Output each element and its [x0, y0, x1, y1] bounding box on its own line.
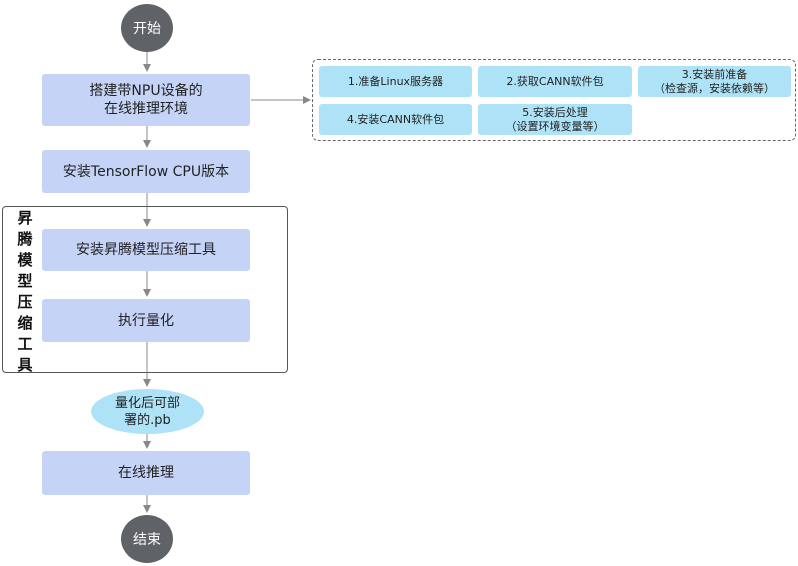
end-node: 结束	[121, 515, 173, 563]
substep-install-cann-label: 4.安装CANN软件包	[346, 112, 445, 126]
quantize-step: 执行量化	[42, 299, 250, 342]
npu-env-details-box	[312, 59, 796, 141]
substep-post-install: 5.安装后处理 （设置环境变量等）	[478, 104, 632, 135]
substep-pre-install-label: 3.安装前准备 （检查源，安装依赖等）	[654, 67, 775, 95]
end-label: 结束	[133, 532, 161, 548]
online-inference-step: 在线推理	[42, 451, 250, 495]
compression-tool-group-label: 昇腾模型压缩工具	[17, 209, 33, 374]
substep-get-cann: 2.获取CANN软件包	[478, 66, 632, 97]
substep-install-cann: 4.安装CANN软件包	[319, 104, 472, 135]
substep-post-install-label: 5.安装后处理 （设置环境变量等）	[505, 105, 605, 133]
quantized-pb-output: 量化后可部 署的.pb	[91, 389, 204, 434]
install-compression-tool-label: 安装昇腾模型压缩工具	[76, 242, 216, 258]
substep-prepare-linux: 1.准备Linux服务器	[319, 66, 472, 97]
install-tensorflow-label: 安装TensorFlow CPU版本	[62, 163, 230, 180]
setup-npu-env-step: 搭建带NPU设备的 在线推理环境	[42, 74, 250, 126]
online-inference-label: 在线推理	[118, 465, 174, 481]
substep-prepare-linux-label: 1.准备Linux服务器	[347, 74, 444, 88]
start-label: 开始	[133, 21, 161, 37]
install-tensorflow-step: 安装TensorFlow CPU版本	[42, 150, 250, 193]
quantized-pb-label: 量化后可部 署的.pb	[114, 395, 180, 428]
substep-get-cann-label: 2.获取CANN软件包	[506, 74, 604, 88]
compression-tool-group	[2, 206, 288, 373]
setup-npu-env-label: 搭建带NPU设备的 在线推理环境	[89, 83, 203, 117]
start-node: 开始	[121, 4, 173, 52]
quantize-label: 执行量化	[118, 312, 174, 329]
substep-pre-install: 3.安装前准备 （检查源，安装依赖等）	[638, 66, 791, 97]
install-compression-tool-step: 安装昇腾模型压缩工具	[42, 229, 250, 271]
